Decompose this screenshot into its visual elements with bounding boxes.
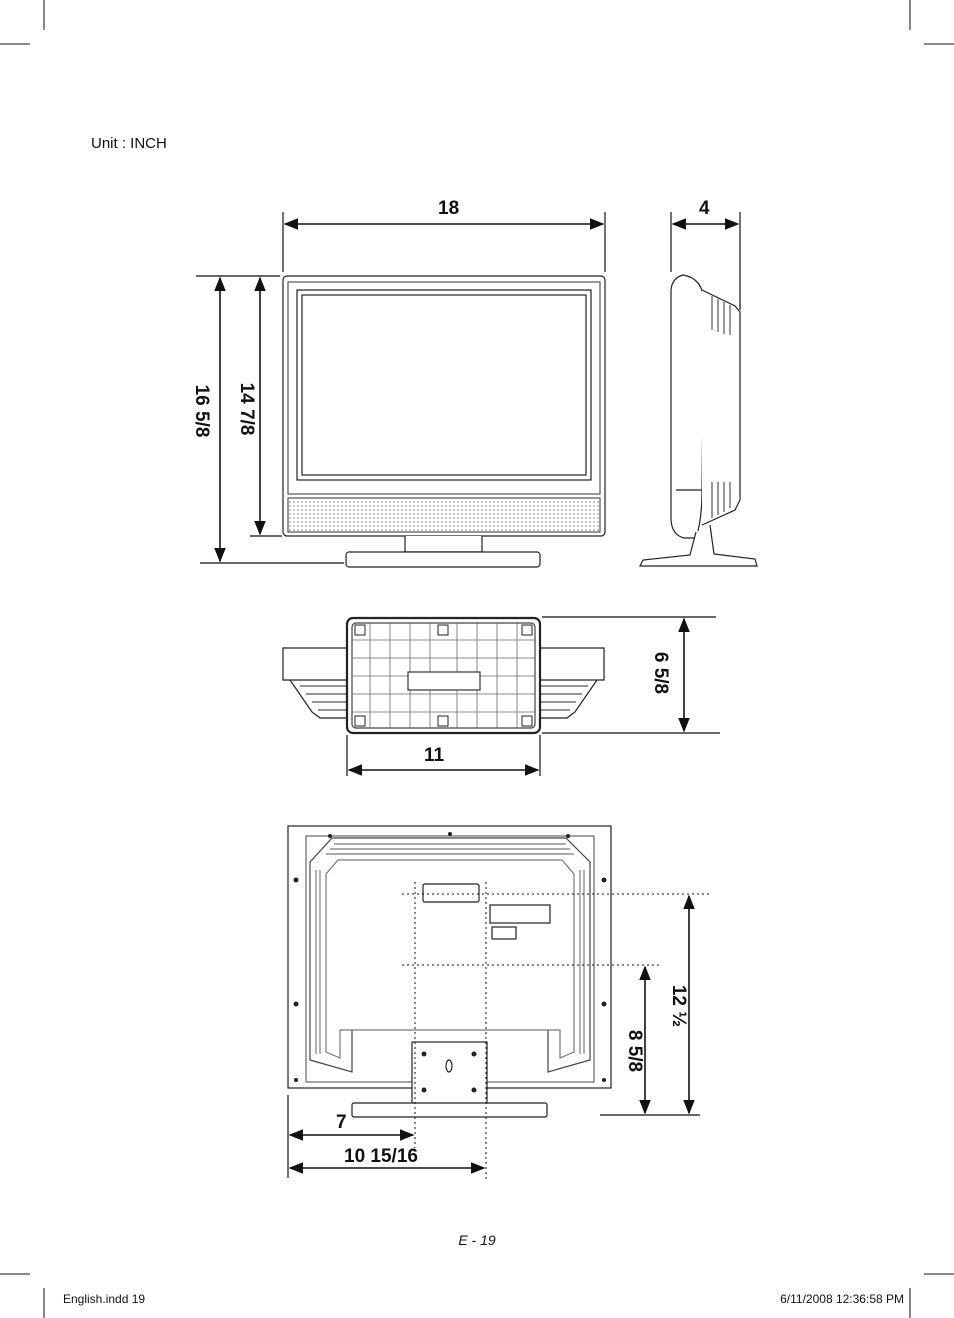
tv-side-view (639, 274, 758, 567)
total-height-label: 16 5/8 (191, 384, 212, 438)
stand-depth-label: 6 5/8 (650, 651, 671, 695)
print-timestamp: 6/11/2008 12:36:58 PM (780, 1292, 904, 1306)
unit-label: Unit : INCH (91, 135, 167, 152)
tv-top-view (282, 616, 605, 735)
width-dimension (282, 212, 606, 272)
depth-dimension (670, 212, 741, 310)
tv-rear-view (287, 825, 612, 1118)
height-dimensions (196, 275, 344, 564)
depth-label: 4 (699, 198, 710, 219)
rear-dimensions (287, 894, 700, 1178)
stand-dimensions (346, 616, 720, 776)
stand-width-label: 11 (424, 745, 445, 766)
upper-mount-height-label: 12 ½ (668, 984, 689, 1028)
rear-mount-guides (402, 882, 710, 1180)
file-slug: English.indd 19 (63, 1292, 146, 1306)
width-label: 18 (438, 198, 460, 219)
mount-offset-2-label: 10 15/16 (344, 1146, 418, 1167)
page-number: E - 19 (458, 1232, 496, 1248)
tv-front-view (282, 275, 606, 568)
panel-height-label: 14 7/8 (236, 382, 257, 436)
mount-offset-1-label: 7 (336, 1112, 347, 1133)
lower-mount-height-label: 8 5/8 (624, 1029, 645, 1073)
